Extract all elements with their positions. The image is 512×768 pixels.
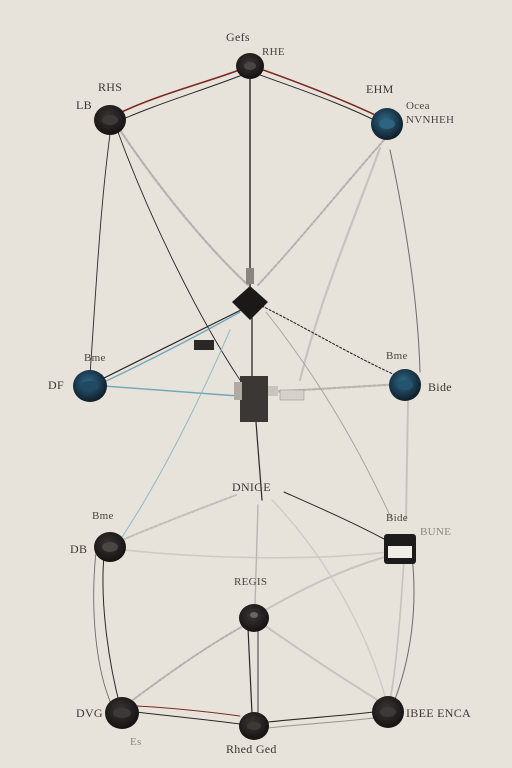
wire-tl-to-ml (89, 133, 111, 376)
wire-bl-to-bottomleft-2 (93, 551, 113, 707)
wire-mr-to-br (405, 399, 409, 521)
label-mr-2: Bide (428, 380, 452, 394)
wire-hub-to-mr (261, 305, 403, 379)
wire-bl-to-br (123, 549, 389, 559)
node-hub[interactable] (232, 268, 268, 320)
wire-tl-to-center (117, 131, 241, 381)
wire-top-to-tr-2 (251, 71, 387, 127)
wire-br-to-bottomright-2 (389, 559, 405, 701)
node-top-right[interactable] (371, 108, 403, 140)
node-bottom-center[interactable] (239, 712, 269, 740)
control-box[interactable] (234, 376, 305, 422)
device-right[interactable] (384, 534, 416, 564)
wire-box-to-bl (119, 329, 231, 541)
node-bottom-left-upper[interactable] (94, 532, 126, 562)
wire-top-to-tl-2 (111, 71, 251, 125)
wire-lm-to-bottomright (263, 624, 385, 705)
wire-bl-to-bottomleft (102, 555, 121, 707)
label-bottom-right: IBEE ENCA (406, 706, 472, 720)
wire-bottom-left-to-center-2 (135, 705, 241, 717)
label-br-2: BUNE (420, 526, 452, 538)
wire-center-to-lm (254, 504, 259, 606)
wire-lm-to-bottomleft (129, 624, 246, 703)
wire-lm-to-bottomcenter (247, 627, 253, 715)
label-tl-1: RHS (98, 80, 123, 94)
node-bottom-left[interactable] (105, 697, 139, 729)
wire-hub-to-ml-blue (99, 311, 241, 385)
nodes (73, 53, 421, 740)
connections (89, 65, 421, 729)
wire-bottom-center-to-right (267, 711, 375, 723)
wire-tr-to-hub (257, 139, 385, 286)
wire-center-to-br (283, 491, 387, 541)
label-top-2: RHE (262, 46, 285, 58)
node-bottom-right[interactable] (372, 696, 404, 728)
label-tr-3: NVNHEH (406, 114, 455, 126)
wire-top-to-tr (251, 65, 387, 121)
wire-top-to-tl (109, 65, 251, 119)
label-ml-2: DF (48, 378, 64, 392)
wire-ml-to-box (103, 385, 239, 397)
label-top-1: Gefs (226, 30, 250, 44)
label-mr-1: Bme (386, 350, 408, 362)
wire-bottom-left-to-center (135, 711, 241, 725)
label-center: DNIGE (232, 480, 271, 494)
node-lower-mid[interactable] (239, 604, 269, 632)
wire-center-to-bottomright (271, 499, 387, 701)
wire-hub-to-br (265, 311, 393, 521)
wire-bottom-center-to-right-2 (267, 717, 375, 729)
wire-tr-to-mr (389, 149, 421, 373)
label-tr-1: EHM (366, 82, 394, 96)
label-bottom-left-2: Es (130, 736, 142, 748)
label-lower-mid: REGIS (234, 576, 268, 588)
node-mid-right[interactable] (389, 369, 421, 401)
wire-bl-to-center (121, 494, 237, 541)
label-ml-1: Bme (84, 352, 106, 364)
wire-tr-to-center (298, 146, 382, 382)
label-tl-2: LB (76, 98, 92, 112)
label-bl-2: DB (70, 542, 88, 556)
node-top-left[interactable] (94, 105, 126, 135)
label-br-1: Bide (386, 512, 408, 524)
clip-mid-left (194, 340, 214, 350)
node-top[interactable] (236, 53, 264, 79)
label-tr-2: Ocea (406, 100, 430, 112)
node-mid-left[interactable] (73, 370, 107, 402)
label-bl-1: Bme (92, 510, 114, 522)
wire-box-to-center (255, 421, 263, 501)
wire-br-to-bottomright (393, 555, 415, 703)
wire-tl-to-hub (118, 128, 250, 287)
wire-hub-to-ml (95, 307, 246, 383)
wire-br-to-lm (261, 555, 389, 613)
label-bottom-center: Rhed Ged (226, 742, 277, 756)
label-bottom-left: DVG (76, 706, 103, 720)
